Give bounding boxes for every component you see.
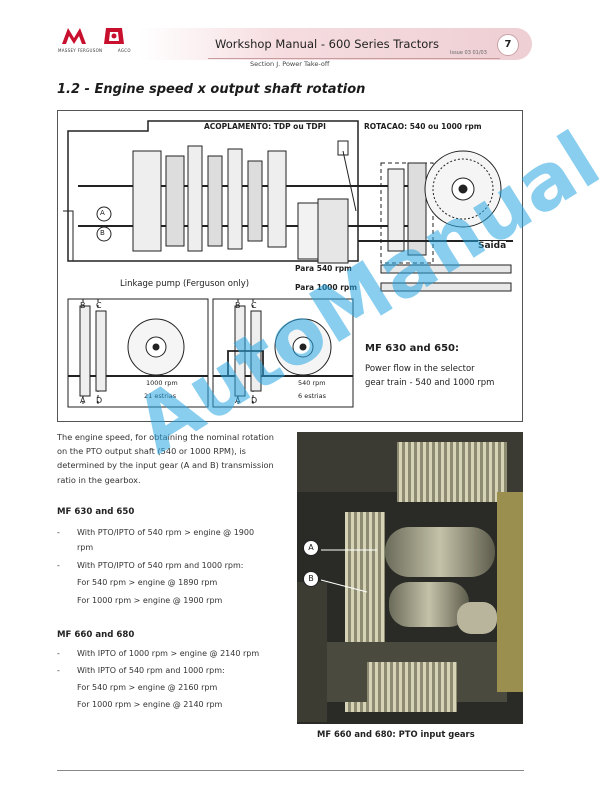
callout-a: A bbox=[100, 209, 105, 217]
mf630-heading: MF 630 and 650 bbox=[57, 507, 135, 517]
left-label-d: D bbox=[96, 396, 103, 405]
manual-title: Workshop Manual - 600 Series Tractors bbox=[215, 37, 439, 51]
label-para-1000: Para 1000 rpm bbox=[295, 283, 358, 292]
pto-input-gears-photo: A B bbox=[297, 432, 523, 724]
bullet-dash: - bbox=[57, 528, 60, 537]
left-rpm: 1000 rpm bbox=[146, 379, 178, 387]
intro-paragraph: The engine speed, for obtaining the nomi… bbox=[57, 432, 274, 485]
label-para-540: Para 540 rpm bbox=[295, 264, 352, 273]
label-saida: Saida bbox=[478, 241, 507, 251]
photo-label-a: A bbox=[303, 540, 319, 556]
mf630-bullet-1-text: With PTO/IPTO of 540 rpm > engine @ 1900 bbox=[77, 528, 255, 537]
mf630-bullet-2-text: With PTO/IPTO of 540 rpm and 1000 rpm: bbox=[77, 561, 244, 570]
gearbox-diagram: ACOPLAMENTO: TDP ou TDPI ROTACAO: 540 ou… bbox=[57, 110, 523, 422]
mf660-bullet-2-text: With IPTO of 540 rpm and 1000 rpm: bbox=[77, 666, 225, 675]
mf-flow-line-2: gear train - 540 and 1000 rpm bbox=[365, 378, 495, 388]
massey-ferguson-logo-icon bbox=[62, 28, 124, 44]
mf630-bullet-2: - With PTO/IPTO of 540 rpm and 1000 rpm: bbox=[57, 561, 244, 570]
mf630-bullet-1-cont: rpm bbox=[77, 543, 94, 552]
label-rotacao: ROTACAO: 540 ou 1000 rpm bbox=[363, 122, 483, 131]
page-number: 7 bbox=[497, 34, 519, 56]
mid-label-b: B bbox=[235, 301, 241, 310]
photo-label-b: B bbox=[303, 571, 319, 587]
mid-label-a: A bbox=[235, 396, 241, 405]
section-label: Section J. Power Take-off bbox=[250, 60, 330, 68]
brand-right-text: AGCO bbox=[117, 48, 131, 53]
bullet-dash: - bbox=[57, 649, 60, 658]
footer-rule bbox=[57, 770, 524, 771]
mf630-sub-2: For 1000 rpm > engine @ 1900 rpm bbox=[77, 596, 223, 605]
callout-b: B bbox=[100, 229, 105, 237]
issue-label: Issue 03 01/03 bbox=[450, 50, 487, 56]
photo-caption: MF 660 and 680: PTO input gears bbox=[317, 729, 475, 739]
mf-630-650-title: MF 630 and 650: bbox=[365, 343, 459, 354]
label-linkage-pump: Linkage pump (Ferguson only) bbox=[120, 279, 250, 289]
left-label-a: A bbox=[80, 396, 86, 405]
bullet-dash: - bbox=[57, 666, 60, 675]
left-label-c: C bbox=[96, 301, 102, 310]
mf660-bullet-1-text: With IPTO of 1000 rpm > engine @ 2140 rp… bbox=[77, 649, 260, 658]
gear-photo-illustration bbox=[297, 432, 523, 724]
left-estrias: 21 estrias bbox=[144, 392, 177, 400]
header-band bbox=[140, 28, 532, 60]
bullet-dash: - bbox=[57, 561, 60, 570]
mf630-sub-1: For 540 rpm > engine @ 1890 rpm bbox=[77, 578, 218, 587]
mid-rpm: 540 rpm bbox=[298, 379, 326, 387]
label-acoplamento: ACOPLAMENTO: TDP ou TDPI bbox=[203, 122, 327, 131]
mf660-heading: MF 660 and 680 bbox=[57, 630, 135, 640]
mf-flow-line-1: Power flow in the selector bbox=[365, 364, 475, 374]
mf660-sub-1: For 540 rpm > engine @ 2160 rpm bbox=[77, 683, 218, 692]
mf660-sub-2: For 1000 rpm > engine @ 2140 rpm bbox=[77, 700, 223, 709]
header-rule bbox=[208, 58, 500, 59]
mf630-bullet-1: - With PTO/IPTO of 540 rpm > engine @ 19… bbox=[57, 528, 255, 537]
mid-label-c: C bbox=[251, 301, 257, 310]
page-heading: 1.2 - Engine speed x output shaft rotati… bbox=[57, 82, 366, 97]
mf660-bullet-1: - With IPTO of 1000 rpm > engine @ 2140 … bbox=[57, 649, 260, 658]
pto-gear-diagram bbox=[63, 120, 513, 408]
mid-label-d: D bbox=[251, 396, 258, 405]
mf660-bullet-2: - With IPTO of 540 rpm and 1000 rpm: bbox=[57, 666, 225, 675]
brand-left-text: MASSEY FERGUSON bbox=[58, 48, 103, 53]
left-label-b: B bbox=[80, 301, 86, 310]
brand-logos: MASSEY FERGUSON AGCO bbox=[58, 24, 138, 64]
mid-estrias: 6 estrias bbox=[298, 392, 326, 400]
